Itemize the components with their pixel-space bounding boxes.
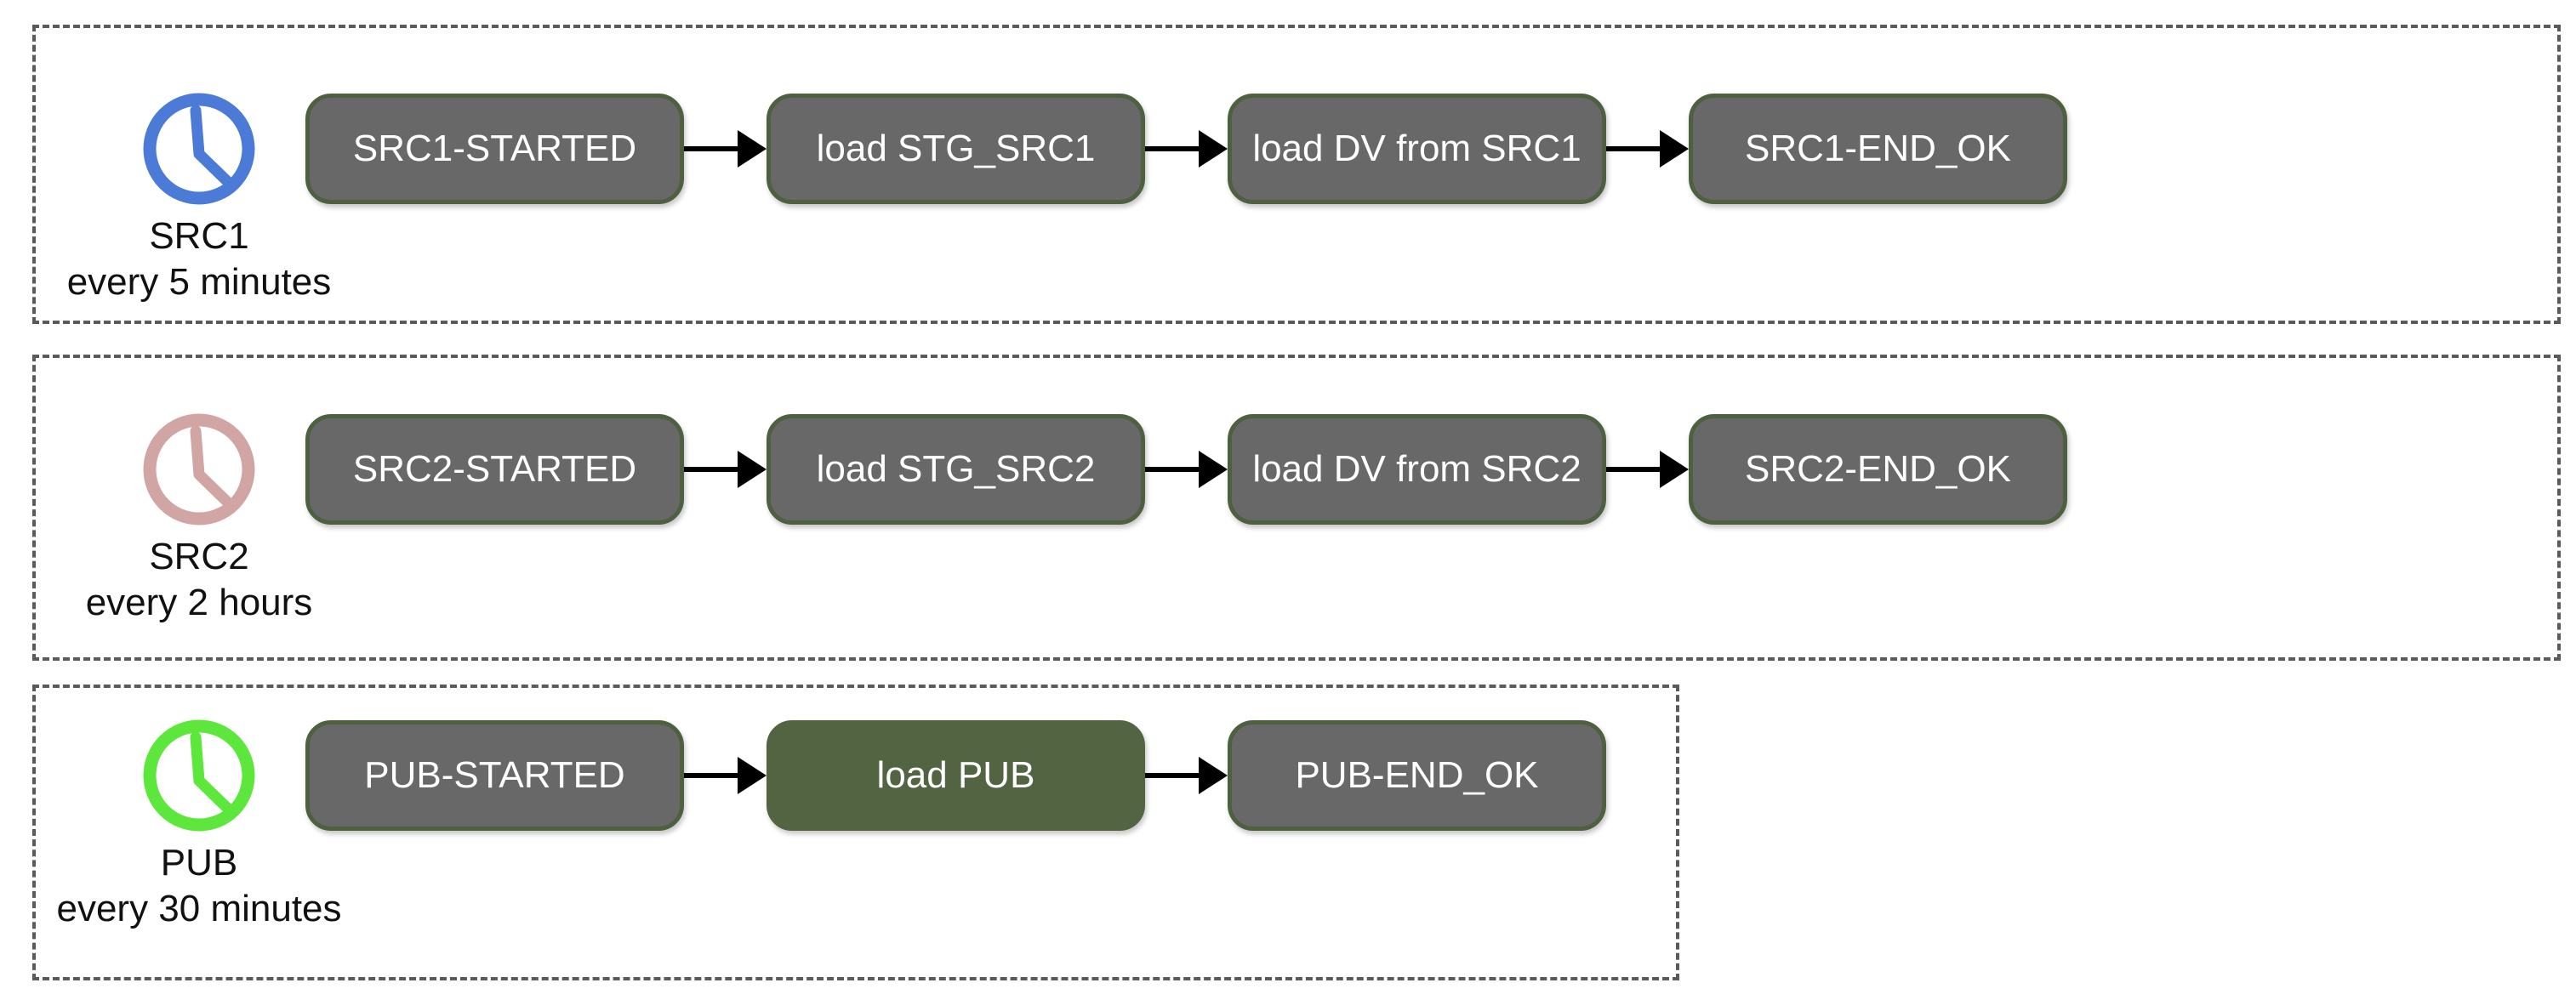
- arrow-icon: [1145, 757, 1228, 794]
- node-src2-started: SRC2-STARTED: [305, 414, 684, 525]
- node-load-stg-src1: load STG_SRC1: [767, 94, 1145, 204]
- node-pub-end-ok: PUB-END_OK: [1228, 720, 1606, 831]
- flow-src2: SRC2-STARTED load STG_SRC2 load DV from …: [305, 414, 2067, 525]
- flow-pub: PUB-STARTED load PUB PUB-END_OK: [305, 720, 1606, 831]
- clock-icon: [143, 413, 255, 526]
- trigger-src2: SRC2 every 2 hours: [36, 410, 362, 626]
- trigger-name: SRC2: [149, 536, 249, 577]
- node-src2-end-ok: SRC2-END_OK: [1689, 414, 2067, 525]
- trigger-schedule: every 2 hours: [85, 582, 313, 623]
- arrow-icon: [684, 130, 767, 168]
- arrow-icon: [1606, 130, 1689, 168]
- trigger-name: SRC1: [149, 215, 249, 257]
- node-load-pub: load PUB: [767, 720, 1145, 831]
- trigger-schedule: every 30 minutes: [56, 888, 342, 929]
- arrow-icon: [684, 757, 767, 794]
- arrow-icon: [1606, 451, 1689, 488]
- node-load-stg-src2: load STG_SRC2: [767, 414, 1145, 525]
- node-pub-started: PUB-STARTED: [305, 720, 684, 831]
- arrow-icon: [1145, 451, 1228, 488]
- node-load-dv-from-src2: load DV from SRC2: [1228, 414, 1606, 525]
- flow-src1: SRC1-STARTED load STG_SRC1 load DV from …: [305, 94, 2067, 204]
- clock-icon: [143, 719, 255, 832]
- node-load-dv-from-src1: load DV from SRC1: [1228, 94, 1606, 204]
- arrow-icon: [1145, 130, 1228, 168]
- trigger-src1: SRC1 every 5 minutes: [36, 89, 362, 305]
- arrow-icon: [684, 451, 767, 488]
- node-src1-end-ok: SRC1-END_OK: [1689, 94, 2067, 204]
- lane-pub: PUB every 30 minutes PUB-STARTED load PU…: [32, 685, 1679, 980]
- trigger-pub: PUB every 30 minutes: [36, 716, 362, 932]
- clock-icon: [143, 93, 255, 205]
- node-src1-started: SRC1-STARTED: [305, 94, 684, 204]
- trigger-name: PUB: [160, 842, 238, 884]
- lane-src2: SRC2 every 2 hours SRC2-STARTED load STG…: [32, 355, 2561, 661]
- trigger-schedule: every 5 minutes: [66, 261, 332, 303]
- lane-src1: SRC1 every 5 minutes SRC1-STARTED load S…: [32, 25, 2561, 324]
